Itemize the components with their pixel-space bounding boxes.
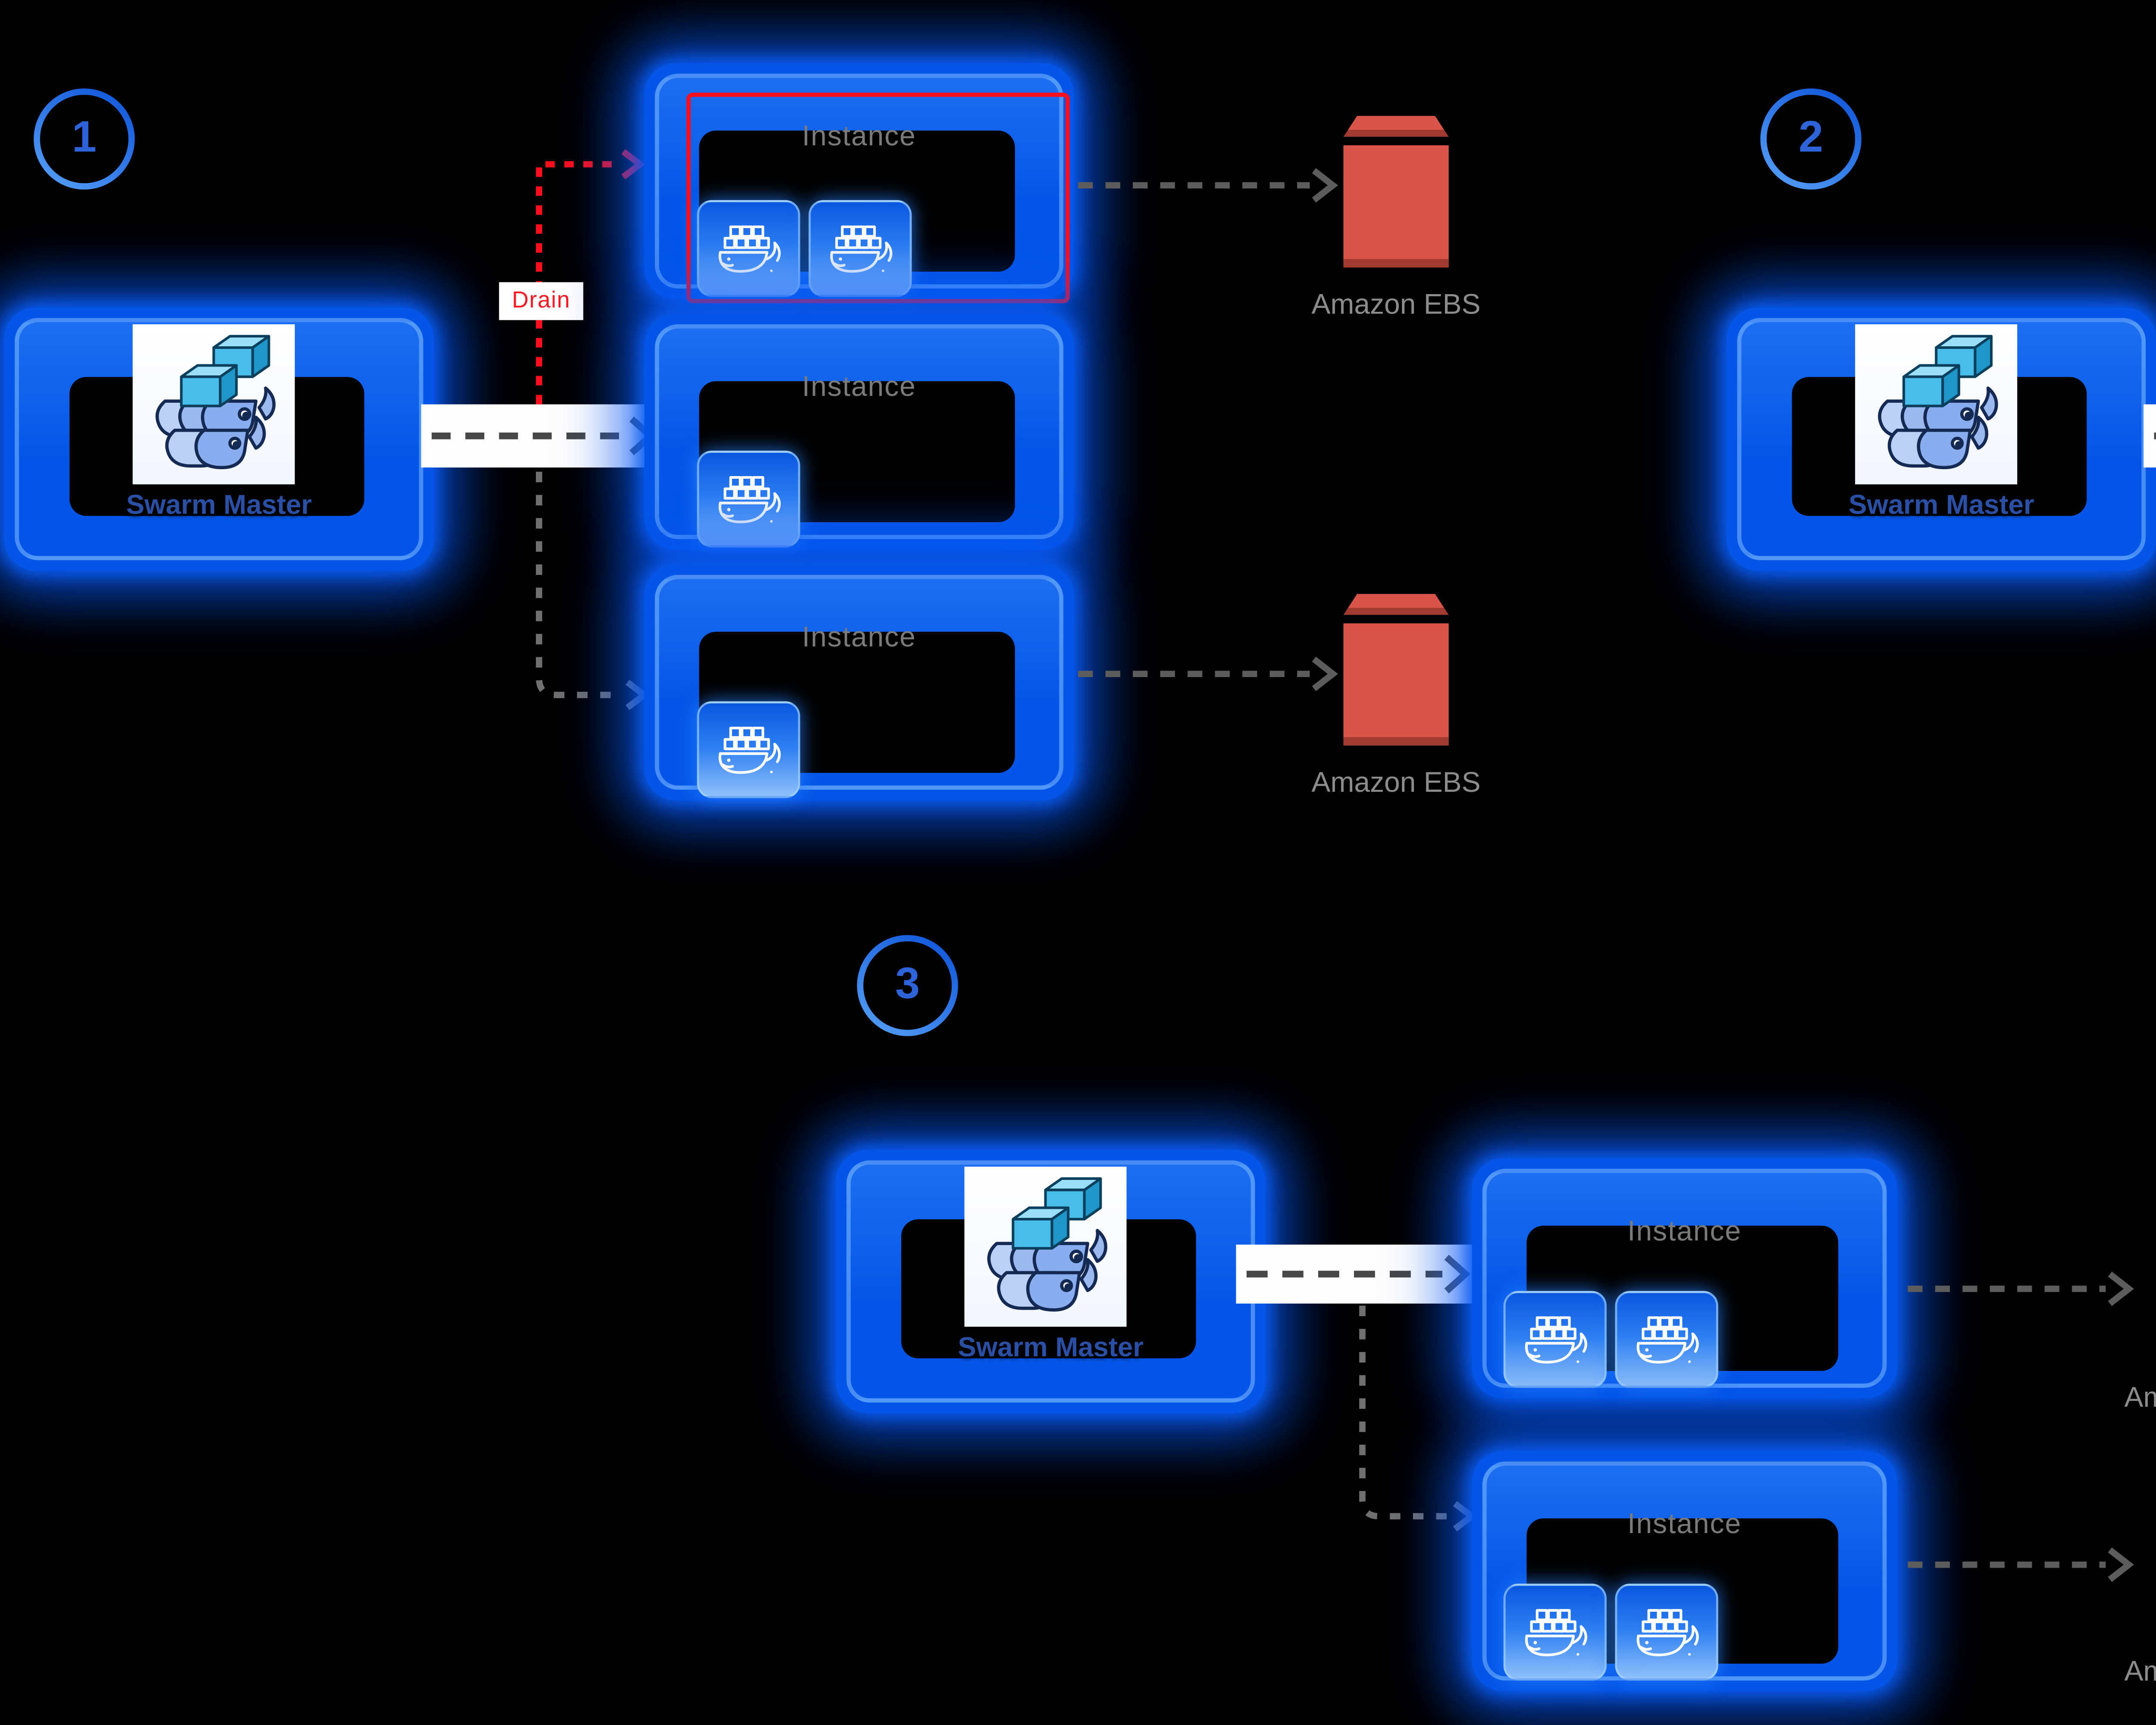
container-tile (697, 451, 800, 548)
docker-swarm-logo-icon (965, 1167, 1127, 1327)
instance-node-1c: Instance (644, 564, 1074, 800)
container-tile (808, 200, 912, 297)
docker-whale-icon (1517, 1602, 1593, 1663)
drain-connector-1 (536, 149, 646, 405)
scheduler-arrow-box-3 (1236, 1245, 1485, 1304)
container-tile (697, 200, 800, 297)
swarm-master-node-3: Swarm Master (836, 1150, 1266, 1413)
ebs-label: Amazon EBS (2124, 1655, 2156, 1687)
docker-whale-icon (1629, 1309, 1705, 1370)
dashed-arrow-icon (1246, 1255, 1471, 1294)
container-tile (1503, 1584, 1607, 1681)
container-tile (1615, 1584, 1718, 1681)
docker-swarm-logo-icon (133, 324, 295, 484)
swarm-master-label: Swarm Master (1849, 488, 2034, 521)
instance-label: Instance (802, 370, 916, 402)
instance-node-3b: Instance (1472, 1451, 1897, 1691)
step-number: 3 (895, 960, 920, 1009)
docker-whale-icon (1629, 1602, 1705, 1663)
branch-connector-1 (536, 471, 650, 710)
instance-label: Instance (802, 120, 916, 152)
swarm-master-node-1: Swarm Master (4, 307, 434, 571)
ebs-volume-icon (1343, 594, 1449, 746)
container-tile (1503, 1291, 1607, 1388)
step-badge-2: 2 (1760, 88, 1861, 189)
drain-label: Drain (499, 282, 583, 320)
ebs-volume-icon (1343, 116, 1449, 268)
docker-whale-icon (1517, 1309, 1593, 1370)
instance-node-1b: Instance (644, 314, 1074, 550)
drain-highlight-rect (686, 92, 1070, 304)
instance-to-ebs-arrow (1078, 168, 1338, 203)
docker-swarm-logo-icon (1855, 324, 2017, 484)
instance-label: Instance (1627, 1508, 1742, 1540)
instance-label: Instance (1627, 1215, 1742, 1247)
branch-connector-3 (1359, 1305, 1477, 1532)
ebs-label: Amazon EBS (1311, 289, 1481, 320)
step-number: 1 (72, 113, 97, 163)
container-tile (1615, 1291, 1718, 1388)
swarm-master-logo-card (964, 1167, 1127, 1327)
swarm-master-label: Swarm Master (958, 1331, 1144, 1363)
ebs-label: Amazon EBS (2124, 1381, 2156, 1413)
swarm-master-logo-card (1855, 324, 2018, 485)
instance-to-ebs-arrow (1078, 656, 1338, 691)
instance-to-ebs-arrow (1908, 1547, 2134, 1582)
step-badge-3: 3 (857, 935, 958, 1036)
swarm-master-node-2: Swarm Master (1727, 307, 2156, 571)
swarm-master-logo-card (132, 324, 295, 485)
ebs-label: Amazon EBS (1311, 766, 1481, 798)
dashed-arrow-icon (2154, 433, 2156, 439)
instance-label: Instance (802, 621, 916, 653)
scheduler-arrow-box-2 (2143, 404, 2156, 468)
step-badge-1: 1 (34, 88, 135, 189)
step-number: 2 (1799, 113, 1824, 163)
instance-node-1a: Instance (644, 63, 1074, 304)
docker-whale-icon (711, 469, 787, 530)
docker-whale-icon (711, 719, 787, 781)
instance-node-3a: Instance (1472, 1158, 1897, 1399)
container-tile (697, 701, 800, 798)
instance-to-ebs-arrow (1908, 1271, 2134, 1306)
scheduler-arrow-box-1 (421, 404, 670, 468)
swarm-master-label: Swarm Master (126, 488, 312, 521)
